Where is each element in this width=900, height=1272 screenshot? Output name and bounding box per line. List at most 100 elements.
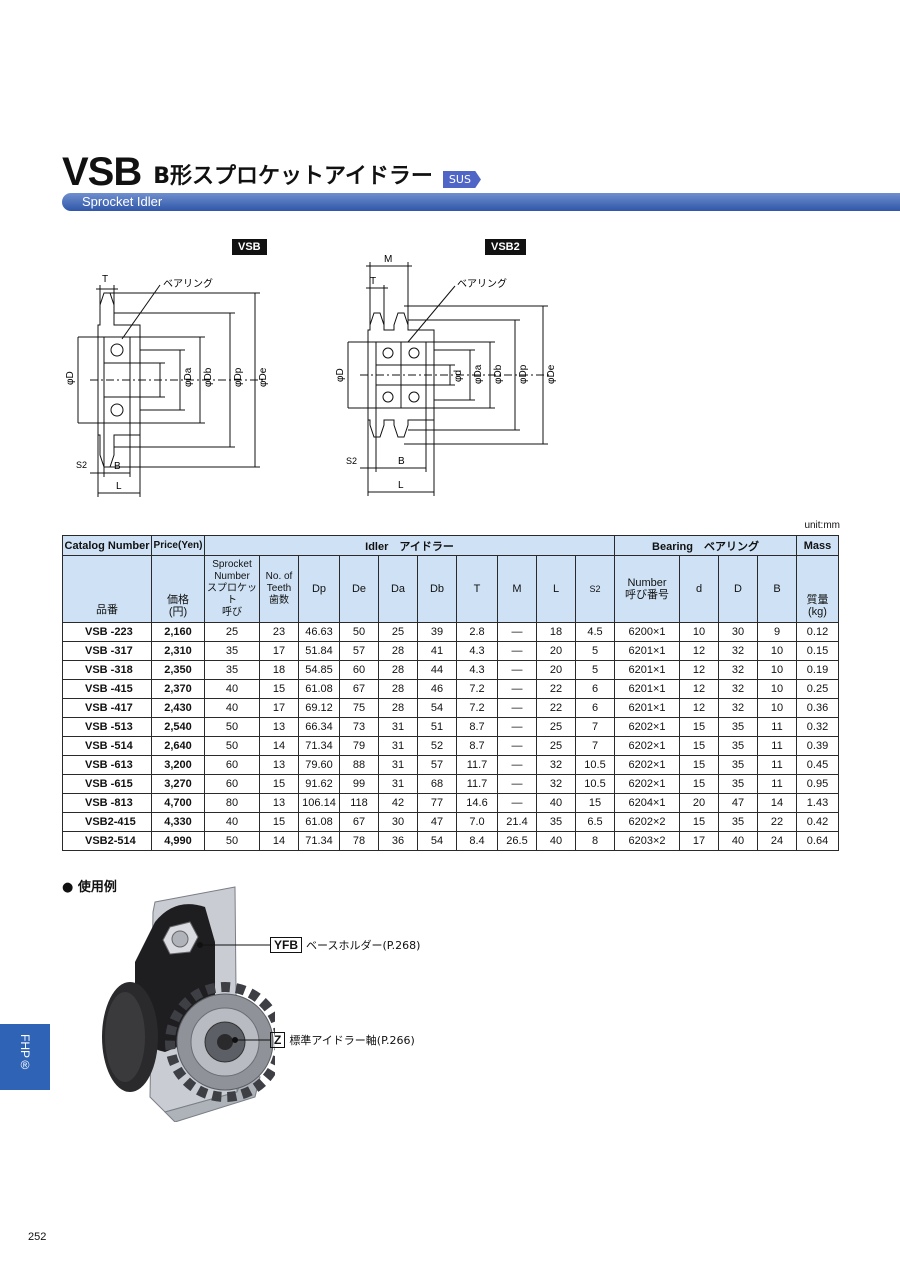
col-db: Db [417,555,457,623]
table-cell: 1.43 [796,793,839,813]
table-cell: 99 [339,774,379,794]
table-cell: 10 [757,660,797,680]
table-cell: 60 [339,660,379,680]
vsb2-dim-b: B [398,456,405,467]
table-cell: 40 [536,831,576,851]
table-cell: — [497,641,537,661]
table-cell: — [497,774,537,794]
vsb2-dim-m: M [384,254,392,265]
table-cell: 2,540 [151,717,205,737]
col-bearing-number: Number 呼び番号 [614,555,680,623]
table-cell: 6200×1 [614,622,680,642]
table-cell: 12 [679,660,719,680]
table-cell: 2,640 [151,736,205,756]
table-cell: 0.39 [796,736,839,756]
table-cell: 10 [757,641,797,661]
vsb2-dim-db: φDb [493,364,504,384]
table-cell: 0.32 [796,717,839,737]
table-cell: 54 [417,698,457,718]
table-cell: 32 [536,774,576,794]
table-cell: 39 [417,622,457,642]
table-cell: 17 [679,831,719,851]
table-cell: 32 [718,660,758,680]
table-cell: 6.5 [575,812,615,832]
table-cell: 24 [757,831,797,851]
table-cell: 4.3 [456,641,498,661]
table-cell: 0.19 [796,660,839,680]
table-cell: — [497,660,537,680]
table-cell: 28 [378,698,418,718]
table-cell: 26.5 [497,831,537,851]
table-cell: 91.62 [298,774,340,794]
title-row: VSB B形スプロケットアイドラー SUS [62,152,481,192]
table-cell: 11.7 [456,774,498,794]
table-cell: 8.7 [456,736,498,756]
table-cell: VSB2-415 [62,812,152,832]
table-cell: 25 [536,736,576,756]
vsb2-dim-dp: φDp [518,364,529,384]
table-cell: 11 [757,755,797,775]
col-teeth: No. of Teeth 歯数 [259,555,299,623]
table-cell: 8 [575,831,615,851]
col-dp: Dp [298,555,340,623]
table-cell: 35 [536,812,576,832]
table-cell: 22 [536,698,576,718]
table-cell: 12 [679,698,719,718]
table-cell: 25 [378,622,418,642]
vsb2-dim-d-inner: φd [453,370,464,382]
table-cell: 6202×1 [614,755,680,775]
table-cell: 14.6 [456,793,498,813]
table-cell: 0.25 [796,679,839,699]
table-cell: 32 [718,679,758,699]
table-cell: 50 [204,736,260,756]
group-price: Price(Yen) [151,535,205,556]
table-cell: 15 [679,717,719,737]
table-cell: 35 [718,717,758,737]
vsb-bearing-label: ベアリング [163,277,213,290]
col-price: 価格 (円) [151,555,205,623]
table-cell: 0.36 [796,698,839,718]
table-cell: 7.2 [456,698,498,718]
table-cell: 20 [536,660,576,680]
table-cell: 5 [575,641,615,661]
table-cell: 79 [339,736,379,756]
col-s2: S2 [575,555,615,623]
table-cell: 25 [536,717,576,737]
table-cell: 28 [378,641,418,661]
table-cell: 30 [378,812,418,832]
table-cell: 46 [417,679,457,699]
col-t: T [456,555,498,623]
table-cell: 35 [718,755,758,775]
table-cell: 15 [679,736,719,756]
table-cell: 6203×2 [614,831,680,851]
table-cell: 12 [679,641,719,661]
table-cell: 14 [259,736,299,756]
table-cell: 50 [204,717,260,737]
table-cell: 60 [204,755,260,775]
table-cell: 28 [378,679,418,699]
callout-yfb-text: ベースホルダー(P.268) [306,939,421,952]
table-cell: 47 [417,812,457,832]
vsb2-dim-l: L [398,480,404,491]
table-cell: VSB -813 [62,793,152,813]
table-cell: 67 [339,679,379,699]
table-cell: 54.85 [298,660,340,680]
table-cell: VSB -223 [62,622,152,642]
table-cell: 13 [259,793,299,813]
table-cell: 10.5 [575,755,615,775]
table-cell: VSB -615 [62,774,152,794]
table-cell: 10 [757,698,797,718]
vsb2-dim-de: φDe [546,364,557,384]
table-cell: 118 [339,793,379,813]
table-cell: 35 [204,641,260,661]
subtitle-bar: Sprocket Idler [62,193,900,211]
table-cell: 10 [679,622,719,642]
table-cell: 66.34 [298,717,340,737]
table-cell: 51 [417,717,457,737]
table-cell: 28 [378,660,418,680]
table-cell: 42 [378,793,418,813]
